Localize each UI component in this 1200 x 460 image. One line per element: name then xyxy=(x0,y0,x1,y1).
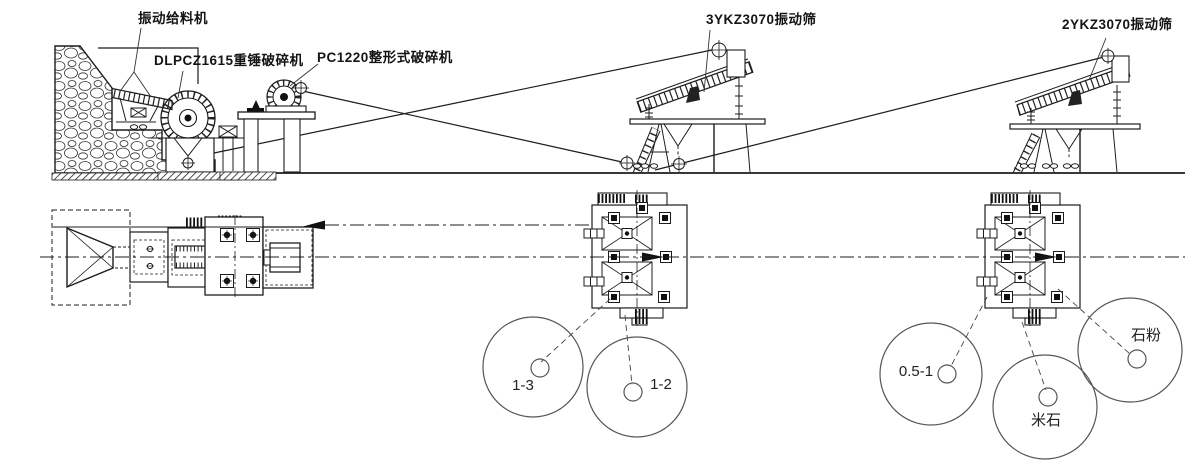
feeder-crusher-plan xyxy=(51,209,325,306)
feed-pulley-icon xyxy=(709,40,729,60)
motor-plan xyxy=(263,229,313,286)
stockpile-circle-05-1 xyxy=(879,322,983,426)
stockpile-circle-1-2 xyxy=(586,336,688,438)
conveyor-line-screen3-to-screen2 xyxy=(654,56,1105,171)
hammer-crusher-elevation xyxy=(148,90,252,181)
shaping-crusher-label-leader xyxy=(289,63,319,87)
shaping-crusher-elevation xyxy=(219,79,316,181)
elevation-view xyxy=(51,27,1185,181)
under-screen-pulley-icon xyxy=(671,156,687,172)
screen-deck-upper xyxy=(601,216,653,251)
screen-3ykz-label: 3YKZ3070振动筛 xyxy=(706,12,817,27)
screen-3ykz-plan xyxy=(583,192,688,326)
conveyor-line-screen3-to-shaper xyxy=(297,89,623,163)
screen-2ykz-elevation xyxy=(1009,48,1141,174)
screen3-label-leader xyxy=(703,29,711,93)
hammer-crusher-label-leader xyxy=(177,70,184,99)
shaping-crusher-label: PC1220整形式破碎机 xyxy=(317,50,453,65)
stockpile-circle-mishi xyxy=(992,354,1098,460)
screen-2ykz-plan xyxy=(976,192,1081,326)
return-conveyor-pulley-icon xyxy=(619,155,635,171)
stockpile-circles xyxy=(482,297,1183,460)
stockpile-label-mishi: 米石 xyxy=(1030,412,1061,429)
stockpile-circle-1-3 xyxy=(482,316,584,418)
plan-view xyxy=(40,190,1185,460)
label-leaders xyxy=(120,27,1107,99)
flow-arrow xyxy=(303,220,325,230)
stockpile-label-1-3: 1-3 xyxy=(512,377,534,394)
feed-pulley-icon xyxy=(293,80,309,96)
stockpile-label-1-2: 1-2 xyxy=(650,376,672,393)
hammer-crusher-label: DLPCZ1615重锤破碎机 xyxy=(154,53,304,68)
stockpile-label-shifen: 石粉 xyxy=(1130,327,1161,344)
feed-pulley-icon xyxy=(1100,48,1116,64)
stockpile-leaders xyxy=(540,288,1131,391)
bearing-stubs xyxy=(976,228,998,287)
feeder-label-leader xyxy=(120,27,152,98)
vibrating-feeder-label: 振动给料机 xyxy=(138,11,208,26)
discharge-pulley-icon xyxy=(181,156,195,170)
bin-wall xyxy=(98,47,199,84)
bearing-stubs xyxy=(583,228,605,287)
screen-3ykz-elevation xyxy=(619,40,766,174)
vibrating-feeder-elevation xyxy=(111,87,173,130)
screen-2ykz-label: 2YKZ3070振动筛 xyxy=(1062,17,1173,32)
transfer-feeder xyxy=(218,125,238,171)
stockpile-label-05-1: 0.5-1 xyxy=(898,363,934,380)
stockpile-circle-shifen xyxy=(1077,297,1183,403)
anchor-bolt-pads xyxy=(220,228,260,288)
screen2-label-leader xyxy=(1088,37,1107,81)
